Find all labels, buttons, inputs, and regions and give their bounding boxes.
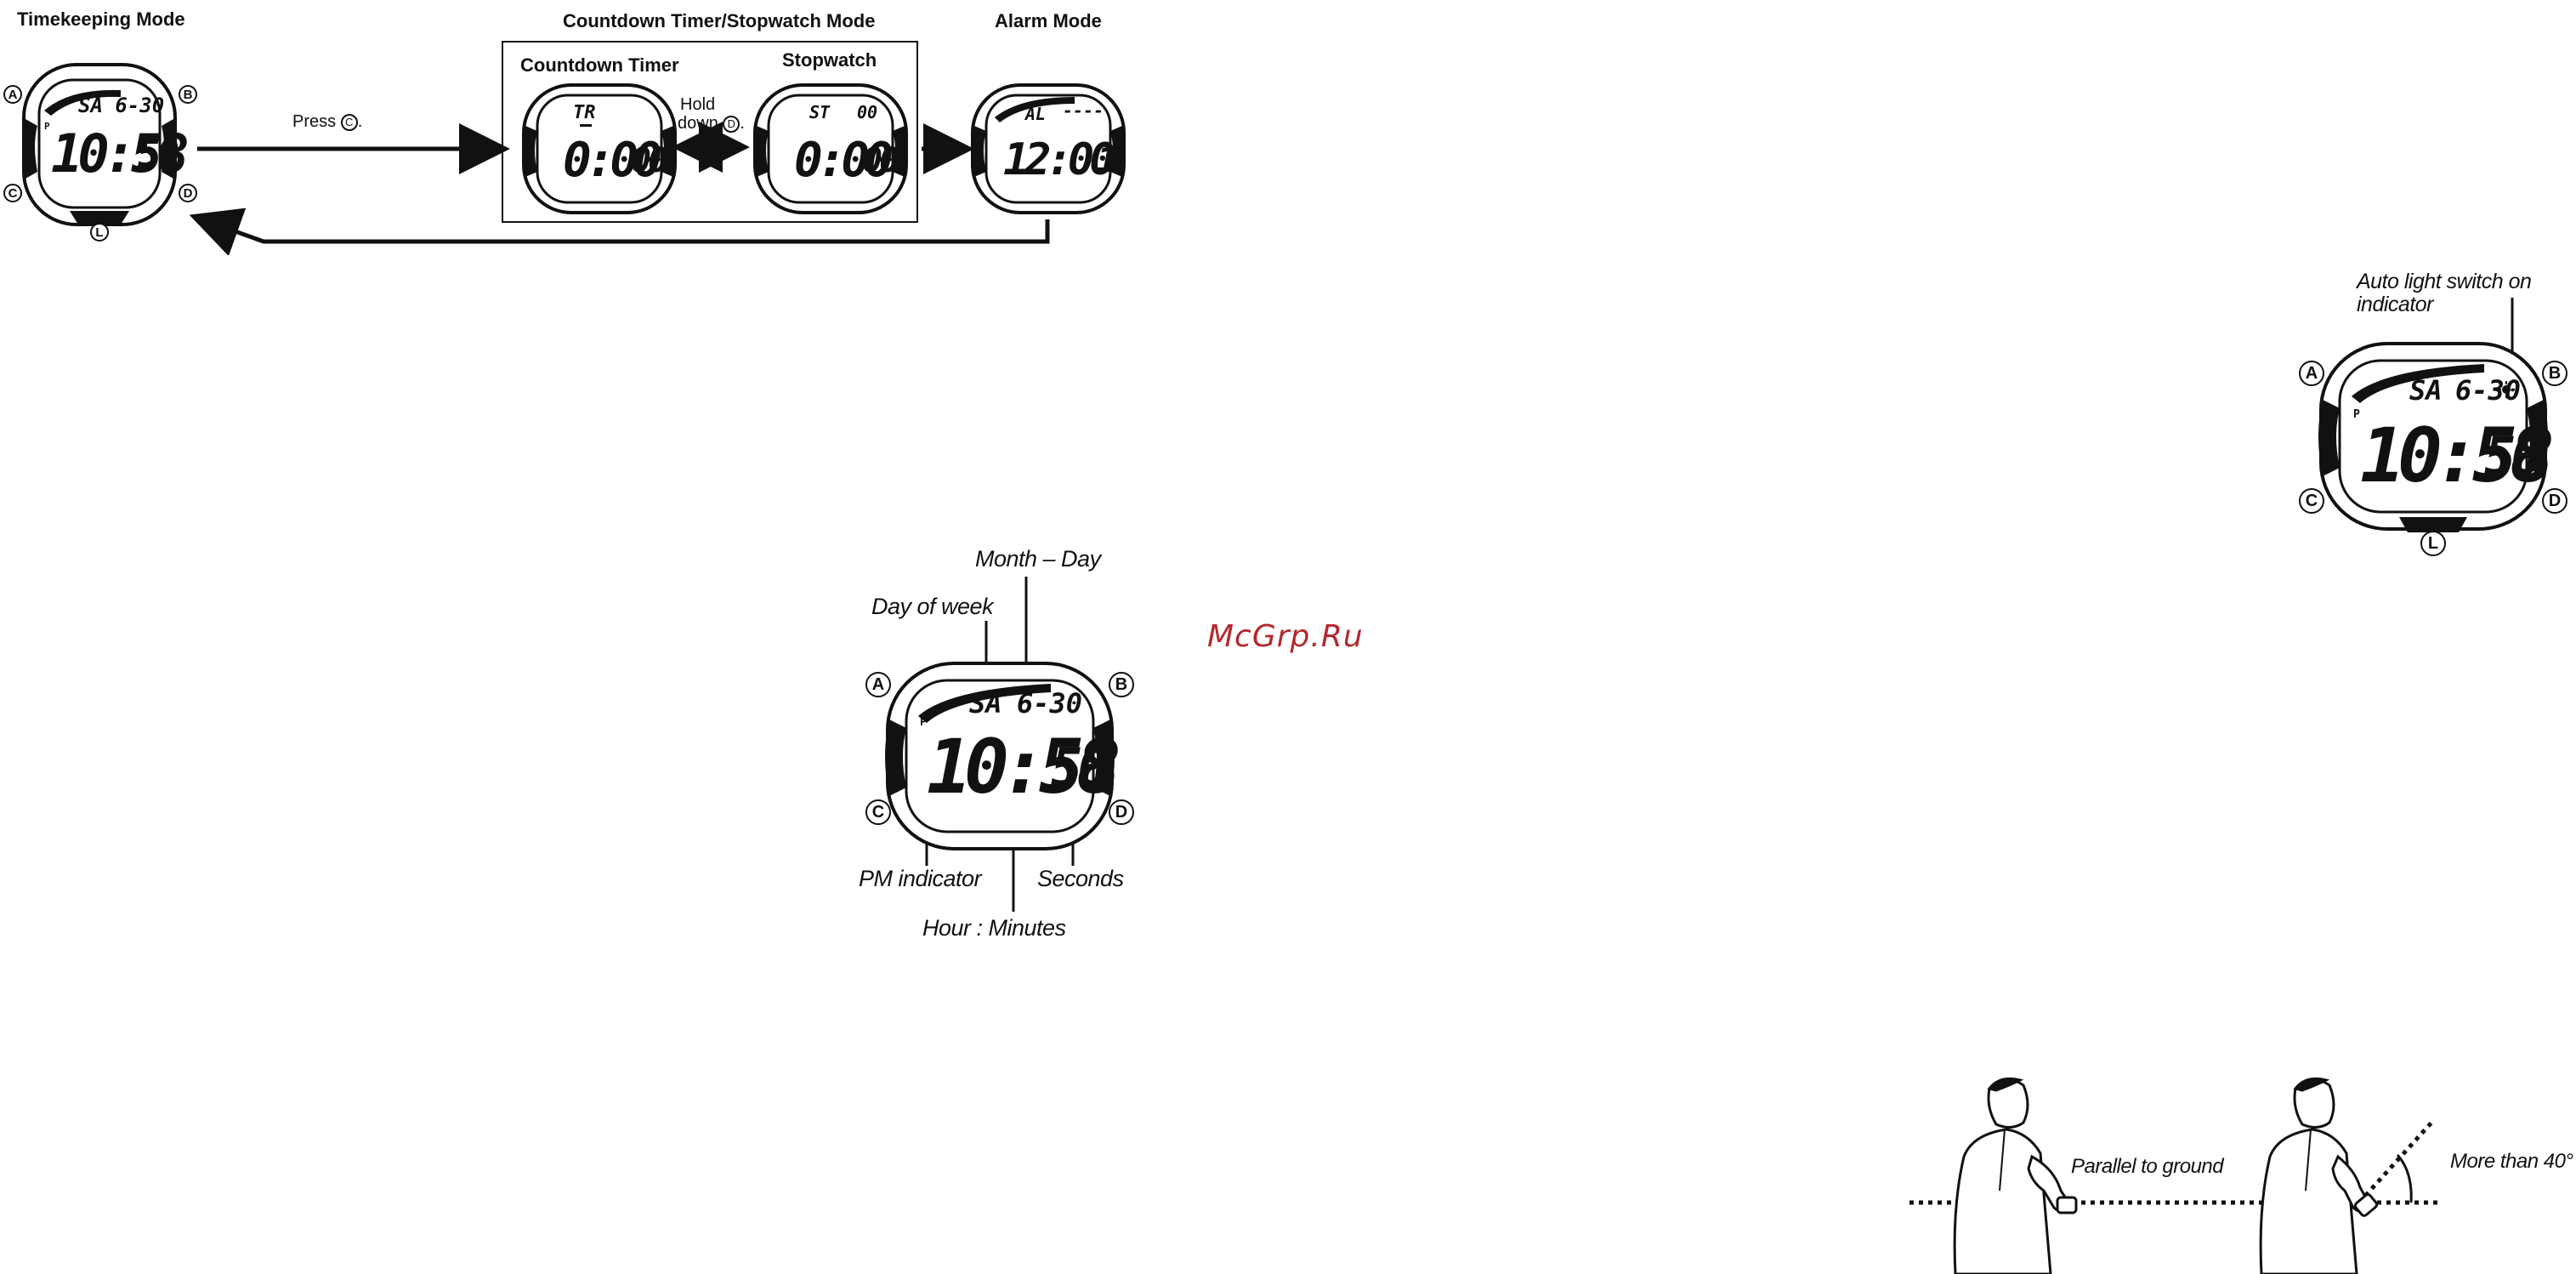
watch-auto-light: A B C D L P SA 6-30 10:58 50 <box>2299 340 2567 556</box>
label-day-of-week: Day of week <box>871 594 994 619</box>
button-b[interactable]: B <box>1109 672 1134 697</box>
label-month-day: Month – Day <box>975 546 1101 572</box>
seconds-display: 50 <box>2484 425 2543 487</box>
watch-alarm: AL ---- 12:00 1 <box>969 83 1127 214</box>
alarm-main-display: 12:00 <box>1003 134 1116 185</box>
button-b[interactable]: B <box>179 85 197 104</box>
watermark: McGrp.Ru <box>1207 619 1364 654</box>
press-button-c: C <box>340 113 358 131</box>
mode-flow-arrows <box>189 122 1050 255</box>
heading-countdown-timer: Countdown Timer <box>520 54 679 76</box>
heading-timekeeping-mode: Timekeeping Mode <box>17 9 185 30</box>
label-pm-indicator: PM indicator <box>859 866 982 891</box>
label-hour-minutes: Hour : Minutes <box>922 915 1066 941</box>
label-more-than-40: More than 40° <box>2450 1150 2573 1173</box>
day-of-week-display: SA <box>969 687 1002 719</box>
seconds-display: 50 <box>1051 737 1109 799</box>
hold-button-d: D <box>723 115 740 133</box>
heading-stopwatch: Stopwatch <box>782 49 877 71</box>
button-d[interactable]: D <box>2542 488 2567 514</box>
auto-light-switch-icon <box>2498 381 2515 398</box>
watch-stopwatch: ST 00 0:00 00 <box>752 83 910 214</box>
wrist-angle-figures <box>1909 1077 2440 1274</box>
watch-main-display: 10:58 <box>51 122 190 185</box>
button-c[interactable]: C <box>3 184 22 202</box>
press-text: Press <box>292 112 337 131</box>
button-d[interactable]: D <box>1109 799 1134 825</box>
alarm-seconds-display: 1 <box>1097 141 1117 180</box>
stopwatch-seconds-display: 00 <box>862 141 899 180</box>
label-auto-light-line2: indicator <box>2357 293 2434 316</box>
pm-indicator: P <box>2353 408 2360 421</box>
button-l[interactable]: L <box>2420 531 2446 556</box>
stopwatch-top-right-display: 00 <box>857 102 878 122</box>
watch-seconds-display: 50 <box>138 133 179 176</box>
pm-indicator: P <box>44 121 50 132</box>
pm-indicator: P <box>920 716 927 729</box>
button-c[interactable]: C <box>865 799 891 825</box>
stopwatch-main-display: 0:00 <box>794 133 894 188</box>
watch-countdown-timer: TR 0:00 00 <box>520 83 678 214</box>
day-of-week-display: SA <box>2409 374 2443 407</box>
button-l[interactable]: L <box>90 223 109 242</box>
hour-minutes-display: 10:58 <box>2360 412 2555 499</box>
countdown-top-display: TR <box>573 102 596 123</box>
countdown-main-display: 0:00 <box>563 133 662 188</box>
hold-instruction-line1: Hold <box>680 95 716 114</box>
label-parallel-to-ground: Parallel to ground <box>2071 1155 2224 1178</box>
alarm-top-display: AL <box>1025 104 1047 124</box>
person-figure-2 <box>2259 1077 2379 1274</box>
hold-instruction-line2: down D. <box>678 114 745 133</box>
label-auto-light-line1: Auto light switch on <box>2357 270 2532 293</box>
heading-countdown-stopwatch-mode: Countdown Timer/Stopwatch Mode <box>563 10 876 31</box>
button-d[interactable]: D <box>179 184 197 202</box>
button-b[interactable]: B <box>2542 361 2567 386</box>
month-day-display: 6-30 <box>1017 687 1083 719</box>
hour-minutes-display: 10:58 <box>927 723 1121 810</box>
button-a[interactable]: A <box>2299 361 2324 386</box>
hold-down-text: down <box>678 114 718 133</box>
watch-timekeeping: A B C D L P SA 6-30 10:58 50 <box>3 60 197 242</box>
button-a[interactable]: A <box>865 672 891 697</box>
button-a[interactable]: A <box>3 85 22 104</box>
heading-alarm-mode: Alarm Mode <box>995 10 1102 31</box>
press-instruction: Press C. <box>292 112 363 131</box>
label-seconds: Seconds <box>1037 866 1124 891</box>
watch-top-display: SA 6-30 <box>78 94 165 117</box>
button-c[interactable]: C <box>2299 488 2324 514</box>
watch-center: A B C D P SA 6-30 10:58 50 <box>865 660 1134 852</box>
alarm-top-right-display: ---- <box>1063 100 1104 121</box>
person-figure-1 <box>1953 1077 2078 1274</box>
countdown-seconds-display: 00 <box>631 141 668 180</box>
stopwatch-top-display: ST <box>809 102 831 122</box>
